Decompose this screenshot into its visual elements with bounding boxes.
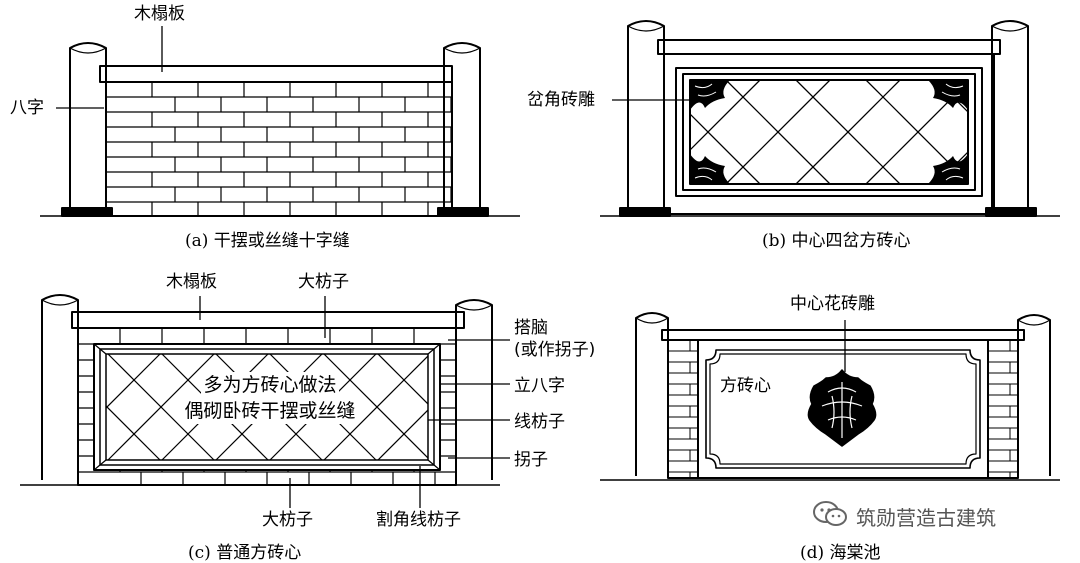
label-ge-jiao-xian-fang-zi: 割角线枋子 [376, 510, 461, 530]
panel-c-note-line-1: 多为方砖心做法 [201, 372, 339, 398]
panel-b-square-tile-diagonal [1006, 80, 1080, 184]
label-mu-ta-ban-c: 木榻板 [166, 272, 217, 292]
label-da-fang-zi-bottom: 大枋子 [262, 510, 313, 530]
panel-d-drawing [600, 312, 1060, 481]
label-huo-zuo-guai-zi: (或作拐子) [514, 340, 596, 360]
panel-a-drawing [40, 42, 520, 217]
panel-b-square-tile-diagonal [690, 183, 691, 184]
caption-d: (d) 海棠池 [800, 543, 881, 563]
label-da-nao: 搭脑 [514, 318, 548, 338]
panel-c-note-line-2: 偶砌卧砖干摆或丝缝 [182, 398, 358, 424]
panel-c-square-tile-diagonal [377, 409, 428, 460]
panel-b-square-tile-diagonal [690, 80, 691, 81]
panel-c-square-tile-diagonal [377, 354, 428, 405]
panel-b-square-tile-diagonal [1006, 80, 1080, 184]
panel-c-square-tile-diagonal [106, 354, 107, 355]
panel-c-square-tile-diagonal [486, 354, 592, 460]
panel-c-square-tile-diagonal [432, 354, 538, 460]
panel-c-square-tile-diagonal [107, 354, 215, 460]
label-xian-fang-zi: 线枋子 [514, 412, 565, 432]
panel-c-note: 多为方砖心做法 偶砌卧砖干摆或丝缝 [160, 372, 380, 424]
panel-c-square-tile-diagonal [106, 354, 161, 409]
label-ba-zi: 八字 [10, 98, 44, 118]
panel-b-drawing [600, 20, 1080, 217]
caption-c: (c) 普通方砖心 [188, 543, 302, 563]
panel-c-square-tile-diagonal [106, 459, 107, 460]
wechat-icon [813, 501, 847, 526]
label-cha-jiao-zhuan-diao: 岔角砖雕 [527, 90, 595, 110]
caption-b: (b) 中心四岔方砖心 [762, 231, 911, 251]
label-fang-zhuan-xin: 方砖心 [720, 376, 771, 396]
label-zhong-xin-hua-zhuan-diao: 中心花砖雕 [790, 294, 875, 314]
label-mu-ta-ban-a: 木榻板 [134, 4, 185, 24]
panel-c-square-tile-diagonal [432, 354, 538, 460]
panel-c-square-tile-diagonal [323, 355, 428, 460]
label-da-fang-zi-top: 大枋子 [298, 272, 349, 292]
label-guai-zi: 拐子 [514, 450, 548, 470]
label-li-ba-zi: 立八字 [514, 376, 565, 396]
panel-c-square-tile-diagonal [486, 354, 592, 460]
watermark-text: 筑勋营造古建筑 [856, 506, 996, 530]
caption-a: (a) 干摆或丝缝十字缝 [185, 231, 350, 251]
